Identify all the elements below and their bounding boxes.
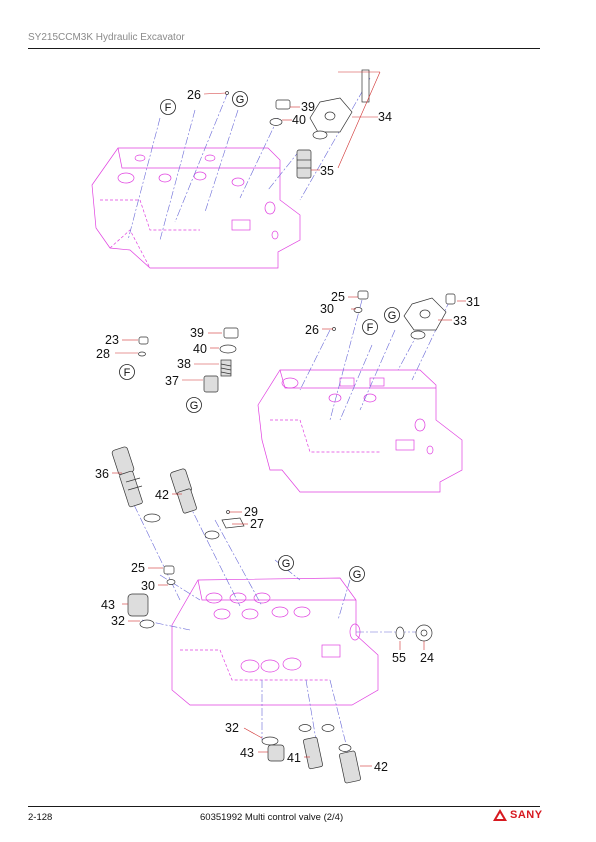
sany-logo-icon: [493, 809, 507, 821]
part-label: 29: [244, 505, 258, 519]
svg-text:G: G: [282, 558, 291, 570]
part-label: 42: [155, 488, 169, 502]
part-label: 32: [225, 721, 239, 735]
part-label: 39: [190, 326, 204, 340]
valve-block-upper: [91, 147, 301, 269]
ref-marker-g: G: [186, 397, 202, 413]
part-label: 33: [453, 314, 467, 328]
part-label: 38: [177, 357, 191, 371]
o-ring-40: [269, 118, 283, 126]
parts-loose-left: [115, 327, 239, 393]
o-ring: [204, 530, 220, 540]
ref-marker-f: F: [362, 319, 378, 335]
centerlines-lower: [121, 479, 420, 761]
part-label: 27: [250, 517, 264, 531]
ref-marker-g: G: [384, 307, 400, 323]
bolt: [361, 69, 370, 103]
part-label: 39: [301, 100, 315, 114]
o-ring: [312, 130, 328, 140]
part-label: 25: [331, 290, 345, 304]
part-label: 26: [187, 88, 201, 102]
o-ring-32: [139, 619, 155, 629]
part-label: 41: [287, 751, 301, 765]
part-labels: 26 39 40 34 35 25 31 30 33 26 23 28 39 4…: [95, 88, 480, 774]
part-label: 32: [111, 614, 125, 628]
o-ring: [321, 724, 335, 732]
ref-marker-g: G: [232, 91, 248, 107]
poppet-37: [203, 375, 219, 393]
o-ring-30: [166, 579, 176, 585]
plate-27: [221, 517, 245, 529]
part-label: 40: [292, 113, 306, 127]
svg-text:F: F: [165, 102, 172, 114]
part-label: 30: [320, 302, 334, 316]
part-label: 55: [392, 651, 406, 665]
part-label: 25: [131, 561, 145, 575]
valve-41: [303, 736, 323, 770]
plug-25: [357, 290, 369, 300]
o-ring: [298, 724, 312, 732]
plug-43: [267, 744, 285, 762]
svg-text:G: G: [353, 569, 362, 581]
o-ring-55: [395, 626, 405, 640]
plug-43: [127, 593, 149, 617]
valve-35: [296, 149, 312, 179]
part-label: 28: [96, 347, 110, 361]
leaders-middle: [322, 296, 466, 330]
document-title: 60351992 Multi control valve (2/4): [200, 812, 344, 823]
footer-rule: [28, 806, 540, 807]
svg-text:G: G: [388, 310, 397, 322]
part-label: 24: [420, 651, 434, 665]
o-ring-30: [353, 307, 363, 313]
brand-logo: SANY: [493, 809, 543, 821]
part-label: 31: [466, 295, 480, 309]
part-label: 30: [141, 579, 155, 593]
svg-text:G: G: [190, 400, 199, 412]
plug-39: [275, 99, 291, 110]
parts-middle: [332, 290, 456, 340]
valve-block-lower: [171, 577, 379, 706]
centerlines-upper: [127, 77, 371, 241]
valve-block-middle: [257, 369, 463, 493]
brand-name: SANY: [510, 809, 543, 821]
part-label: 34: [378, 110, 392, 124]
part-label: 40: [193, 342, 207, 356]
o-ring: [410, 330, 426, 340]
o-ring-28: [138, 351, 146, 357]
ref-marker-g: G: [278, 555, 294, 571]
header-title: SY215CCM3K Hydraulic Excavator: [28, 32, 185, 43]
part-label: 37: [165, 374, 179, 388]
part-label: 43: [240, 746, 254, 760]
plug-39: [223, 327, 239, 339]
parts-lower: [111, 446, 433, 784]
part-label: 23: [105, 333, 119, 347]
svg-text:G: G: [236, 94, 245, 106]
ref-marker-g: G: [349, 566, 365, 582]
plug-25: [163, 565, 175, 575]
plug-23: [138, 336, 149, 345]
svg-text:F: F: [367, 322, 374, 334]
valve-42: [339, 750, 361, 784]
part-label: 43: [101, 598, 115, 612]
ref-marker-f: F: [119, 364, 135, 380]
reference-markers: F G F G F G G G: [119, 91, 400, 582]
page-number: 2-128: [28, 812, 53, 823]
part-label: 26: [305, 323, 319, 337]
o-ring-40: [219, 344, 237, 354]
leaders-upper: [203, 92, 378, 171]
bolt-31: [445, 293, 456, 305]
part-label: 36: [95, 467, 109, 481]
header-rule: [28, 48, 540, 49]
leaders-lower: [112, 472, 425, 767]
o-ring-32: [261, 736, 279, 746]
svg-text:F: F: [124, 367, 131, 379]
part-label: 42: [374, 760, 388, 774]
o-ring: [143, 513, 161, 523]
ref-marker-f: F: [160, 99, 176, 115]
parts-upper: [225, 69, 381, 179]
part-label: 35: [320, 164, 334, 178]
